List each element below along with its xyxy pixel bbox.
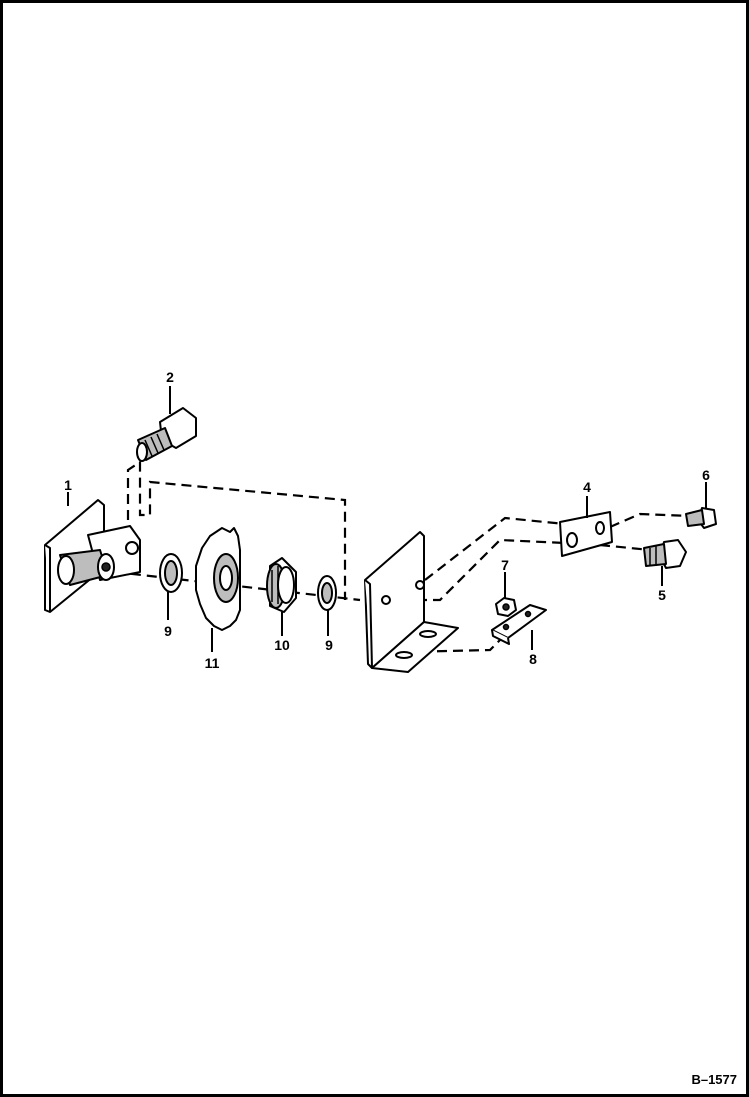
- callout-10: 10: [274, 637, 290, 653]
- part-10-bearing: [266, 557, 297, 613]
- callout-6: 6: [702, 467, 710, 483]
- callout-1: 1: [64, 477, 72, 493]
- part-7-nut: [495, 597, 517, 617]
- callout-9-right: 9: [325, 637, 333, 653]
- assembly-path-bracket-upper: [424, 512, 691, 581]
- callout-11: 11: [205, 655, 220, 671]
- part-1-bearing-mount: [44, 499, 141, 613]
- callout-2: 2: [166, 369, 174, 385]
- assembly-path-shaft: [114, 570, 361, 602]
- part-8-strap: [491, 604, 547, 645]
- part-4-plate: [559, 511, 613, 557]
- callout-5: 5: [658, 587, 666, 603]
- part-9-washer-right: [317, 575, 337, 611]
- assembly-path-bracket-lower: [385, 538, 651, 602]
- figure-code: B–1577: [691, 1072, 737, 1087]
- part-2-bolt: [136, 407, 197, 462]
- callout-4: 4: [583, 479, 591, 495]
- part-bracket: [364, 531, 459, 673]
- callout-9-left: 9: [164, 623, 172, 639]
- assembly-path-plate: [404, 639, 501, 654]
- part-11-sprocket: [195, 527, 241, 631]
- callout-7: 7: [501, 557, 509, 573]
- callout-8: 8: [529, 651, 537, 667]
- part-9-washer-left: [159, 553, 183, 593]
- assembly-path-upper: [126, 459, 347, 600]
- part-6-bolt: [685, 507, 717, 529]
- part-5-bolt: [643, 539, 687, 569]
